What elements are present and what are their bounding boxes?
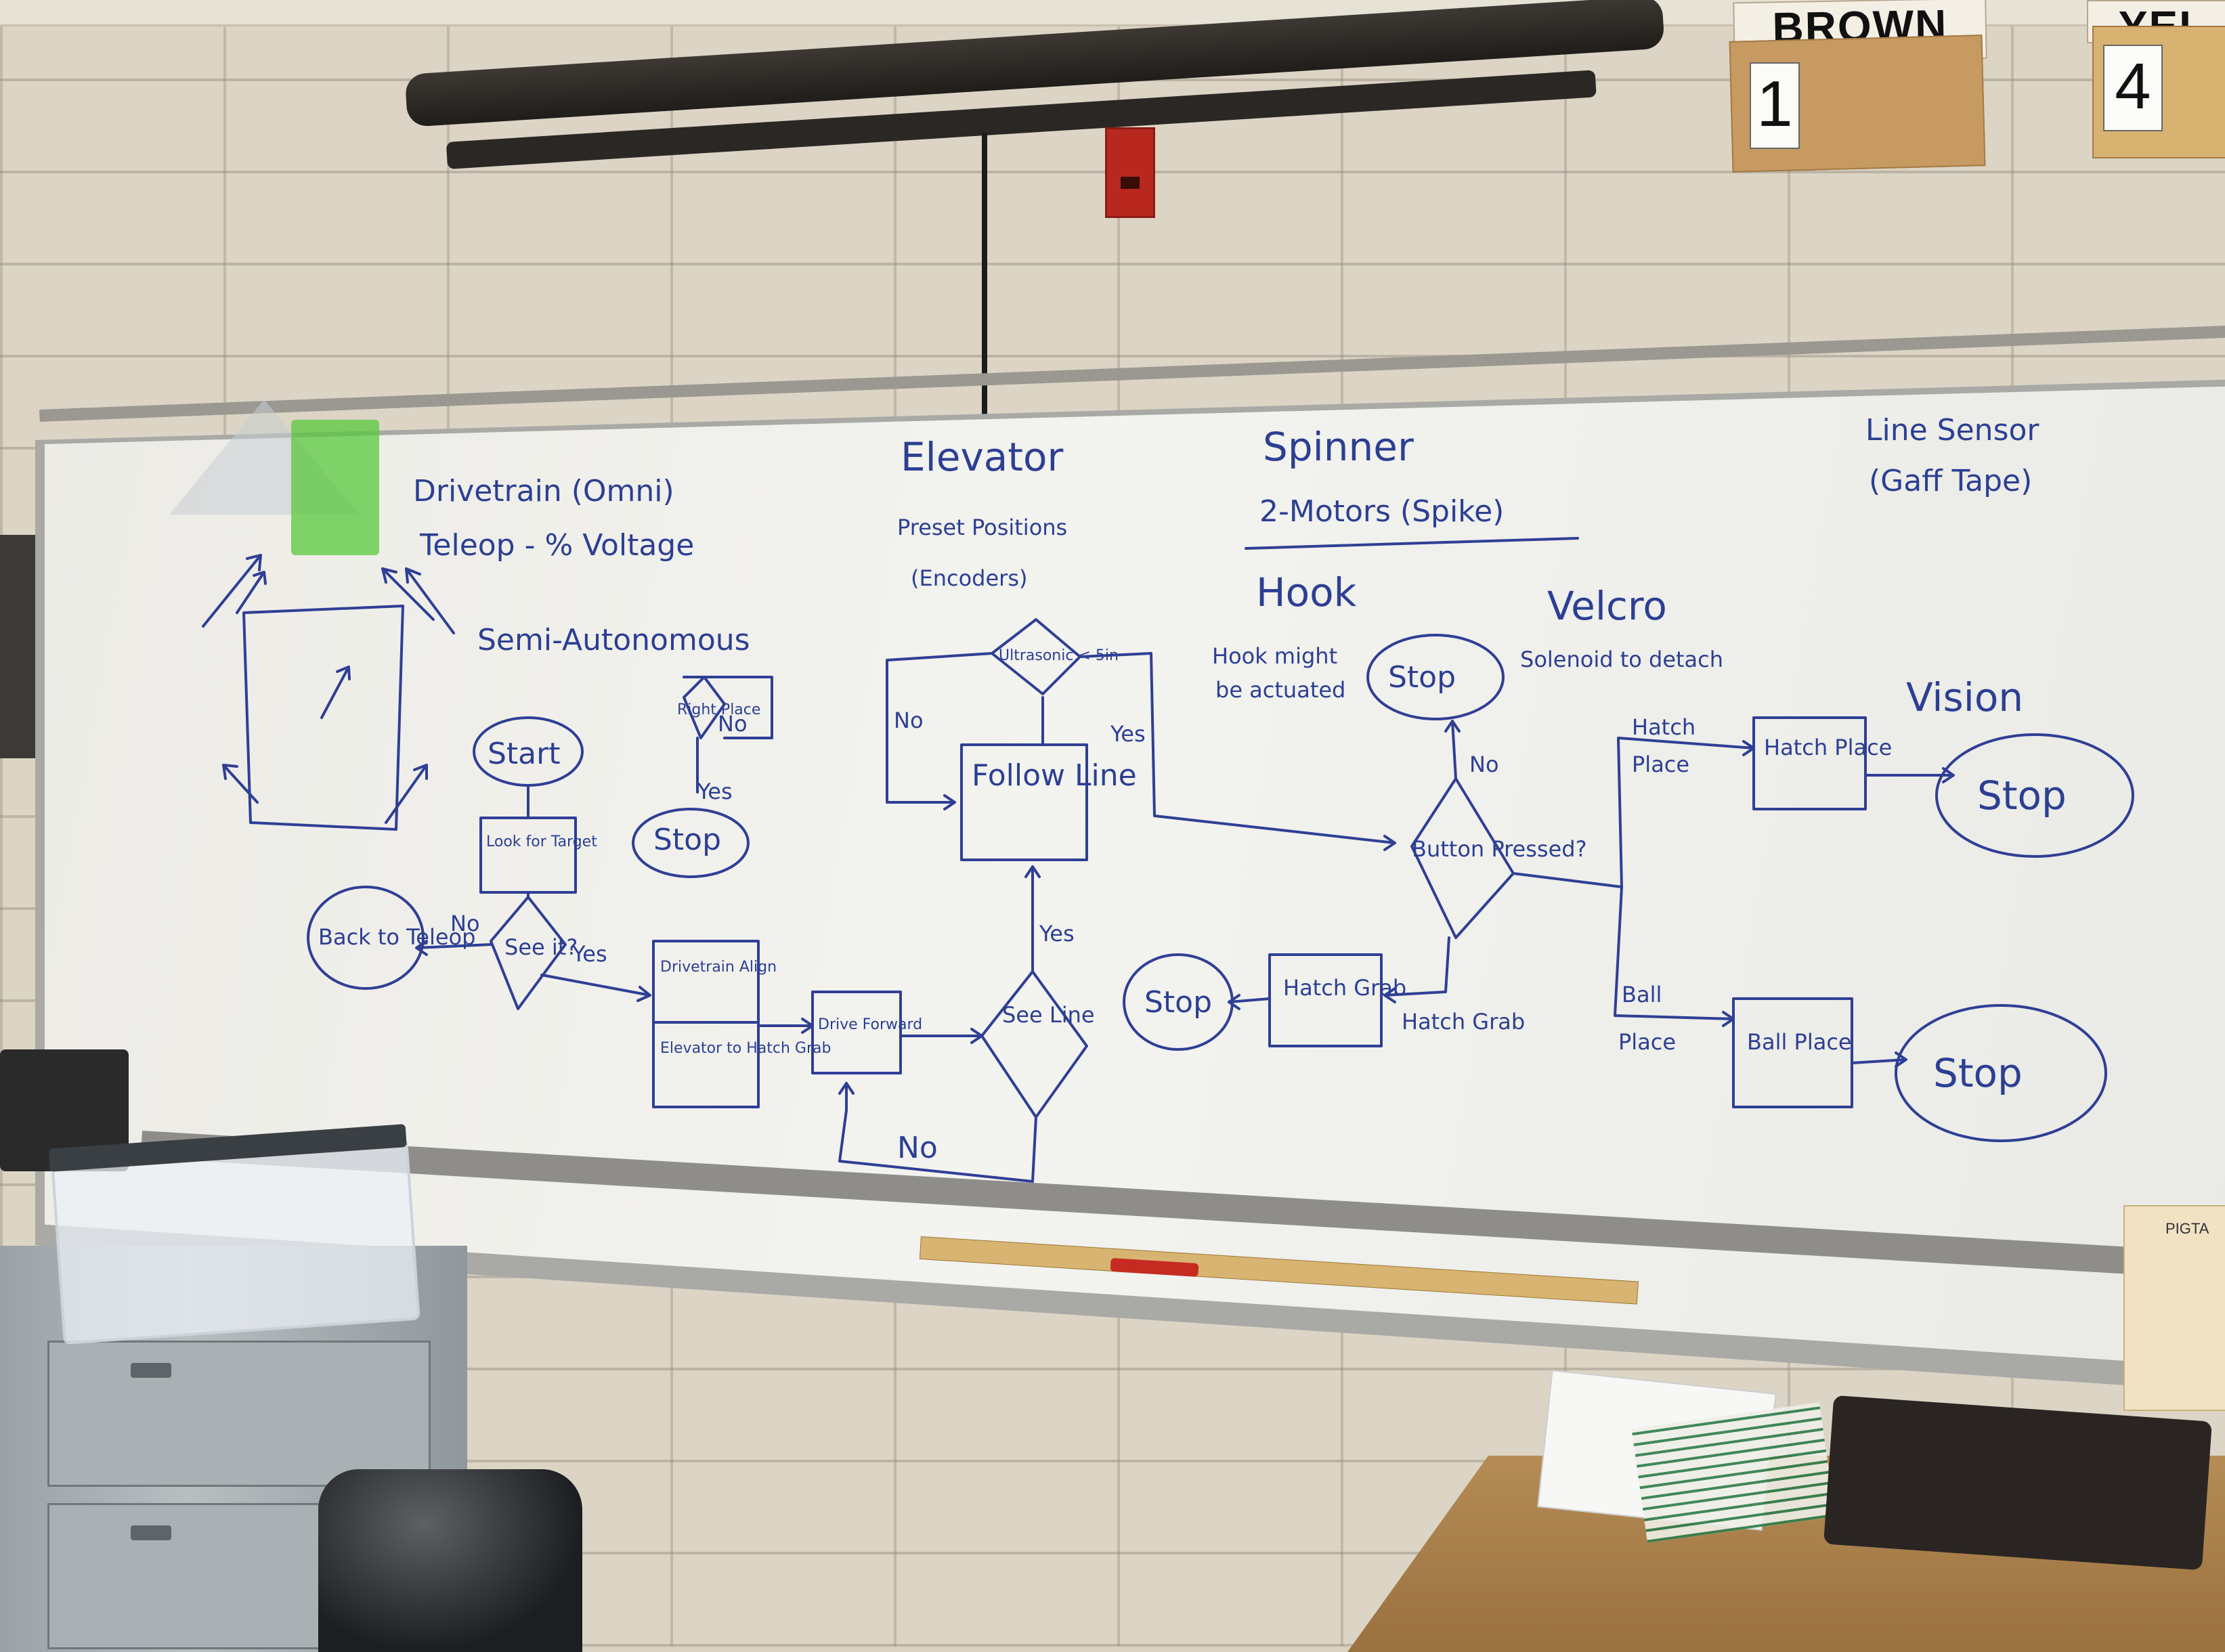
small-stop-label: Stop xyxy=(653,823,721,857)
hatch-grab-node xyxy=(1268,953,1383,1047)
hook-note-line2: be actuated xyxy=(1215,677,1345,703)
spinner-motors: 2-Motors (Spike) xyxy=(1259,494,1504,529)
pigtail-label: PIGTA xyxy=(2165,1220,2209,1237)
hook-stop-node xyxy=(1366,634,1505,720)
small-decision-label: Right Place xyxy=(677,701,760,718)
hatch-grab-box-label: Hatch Grab xyxy=(1283,975,1406,1001)
follow-line-node xyxy=(960,743,1088,861)
vision-title: Vision xyxy=(1906,674,2023,720)
elevator-line2: (Encoders) xyxy=(911,565,1027,591)
fire-alarm xyxy=(1105,127,1155,218)
drive-forward-label: Drive Forward xyxy=(818,1016,922,1033)
see-line-no: No xyxy=(897,1131,938,1165)
start-label: Start xyxy=(488,737,561,771)
hook-stop-left-node xyxy=(1123,953,1234,1051)
hatch-grab-side-label: Hatch Grab xyxy=(1402,1009,1525,1035)
look-for-target-label: Look for Target xyxy=(486,833,597,850)
semi-autonomous-title: Semi-Autonomous xyxy=(477,623,750,657)
elevator-exit-yes: Yes xyxy=(1110,721,1146,747)
see-it-no: No xyxy=(450,911,480,936)
hook-title: Hook xyxy=(1256,569,1357,615)
hatch-place-box-label: Hatch Place xyxy=(1764,735,1892,760)
drivetrain-align-node xyxy=(652,940,760,1108)
drivetrain-title: Drivetrain (Omni) xyxy=(413,474,674,508)
vision-stop-top-node xyxy=(1935,733,2134,858)
hanging-cable xyxy=(982,133,987,424)
elevator-line1: Preset Positions xyxy=(897,515,1067,540)
drivetrain-align-label: Drivetrain Align xyxy=(660,959,777,976)
cabinet-drawer xyxy=(47,1341,431,1487)
hook-stop-left-label: Stop xyxy=(1144,985,1212,1020)
brown-number: 1 xyxy=(1750,62,1800,149)
small-decision xyxy=(683,676,726,739)
hatch-place-label1: Hatch xyxy=(1632,714,1695,740)
see-line-yes: Yes xyxy=(1039,921,1075,947)
cabinet-handle xyxy=(131,1363,171,1378)
see-it-decision xyxy=(490,896,567,1010)
follow-line-label: Follow Line xyxy=(972,758,1137,793)
vision-stop-bottom-node xyxy=(1895,1004,2107,1142)
vision-stop-top-label: Stop xyxy=(1977,773,2067,819)
drive-forward-node xyxy=(811,991,902,1074)
pigtail-sign: PIGTA xyxy=(2123,1205,2225,1411)
line-sensor-line2: (Gaff Tape) xyxy=(1869,464,2032,498)
ball-place-node xyxy=(1732,997,1853,1108)
left-shelf xyxy=(0,535,41,758)
velcro-title: Velcro xyxy=(1547,583,1667,629)
hook-note-line1: Hook might xyxy=(1212,643,1337,669)
ball-place-label2: Place xyxy=(1618,1029,1676,1055)
trash-can xyxy=(318,1469,582,1652)
see-line-decision xyxy=(980,970,1088,1118)
small-yes: Yes xyxy=(697,779,733,804)
spinner-title: Spinner xyxy=(1263,424,1414,470)
storage-bin xyxy=(48,1124,420,1345)
ultrasonic-decision xyxy=(991,618,1081,695)
elevator-loop-no: No xyxy=(894,708,924,733)
button-pressed-label: Button Pressed? xyxy=(1412,836,1587,862)
green-drafting-template xyxy=(291,420,379,555)
see-it-yes: Yes xyxy=(571,941,607,967)
yellow-number: 4 xyxy=(2103,45,2163,131)
small-stop-node xyxy=(632,808,750,878)
back-to-teleop-label: Back to Teleop xyxy=(318,924,475,950)
see-it-label: See it? xyxy=(504,934,578,960)
tool-pile xyxy=(1823,1395,2212,1571)
ball-place-box-label: Ball Place xyxy=(1747,1029,1852,1055)
small-no: No xyxy=(718,711,748,737)
see-line-label: See Line xyxy=(1002,1002,1095,1028)
hook-stop-label: Stop xyxy=(1388,660,1456,695)
elevator-hatch-grab-label: Elevator to Hatch Grab xyxy=(660,1040,831,1057)
hook-no: No xyxy=(1469,752,1499,777)
drivetrain-subtitle: Teleop - % Voltage xyxy=(419,528,694,563)
button-pressed-decision xyxy=(1410,777,1515,939)
cabinet-handle xyxy=(131,1525,171,1540)
velcro-note: Solenoid to detach xyxy=(1520,647,1723,672)
hatch-place-label2: Place xyxy=(1632,752,1689,777)
vision-stop-bottom-label: Stop xyxy=(1933,1050,2023,1096)
look-for-target-node xyxy=(479,817,577,894)
hatch-place-node xyxy=(1752,716,1867,810)
ball-place-label1: Ball xyxy=(1622,982,1662,1007)
back-to-teleop-node xyxy=(307,886,425,990)
drivetrain-diagram xyxy=(202,554,455,831)
line-sensor-line1: Line Sensor xyxy=(1865,413,2039,448)
elevator-title: Elevator xyxy=(901,434,1064,480)
